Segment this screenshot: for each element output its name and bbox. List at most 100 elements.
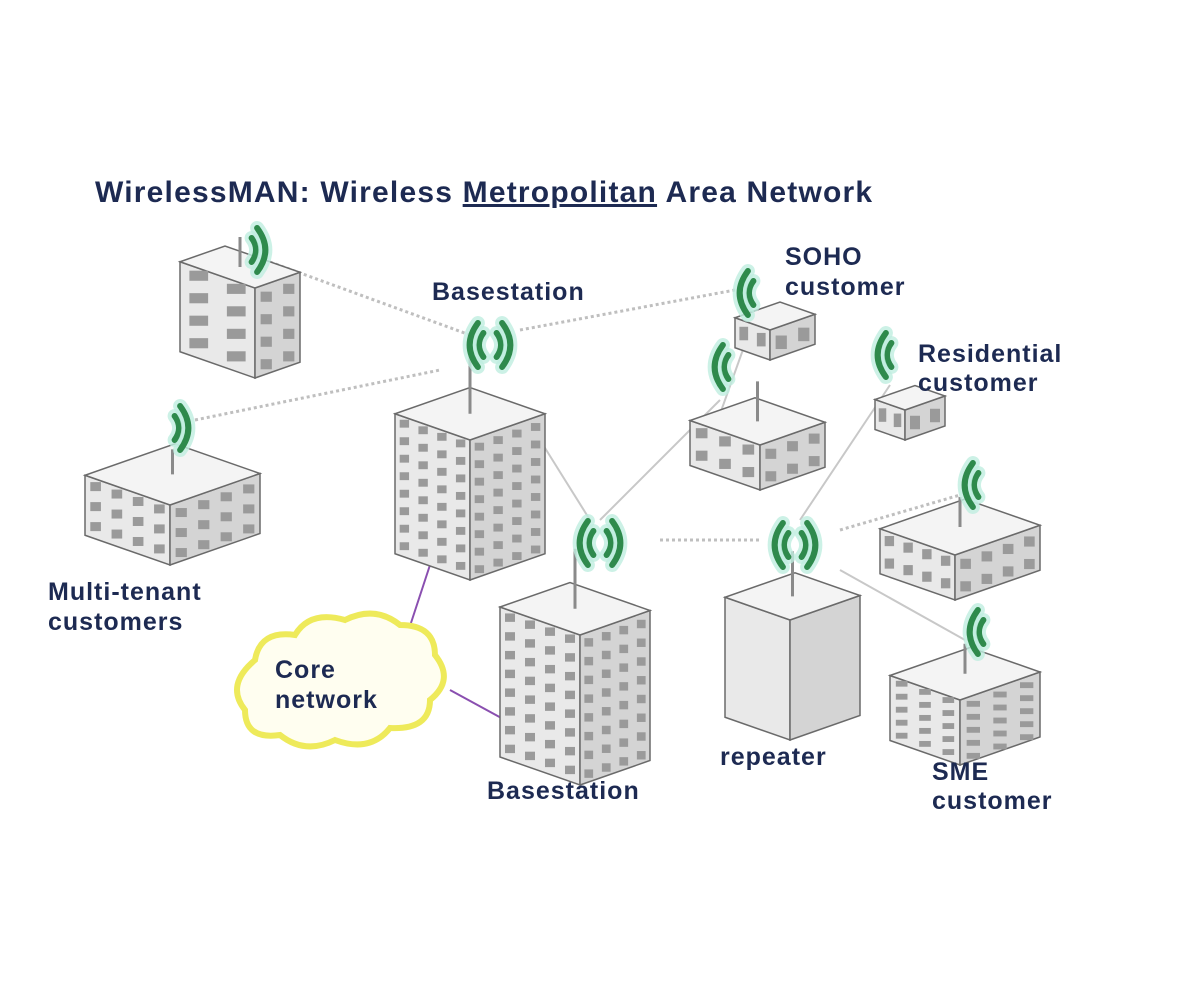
multitenant-building [82,442,263,567]
title: WirelessMAN: Wireless Metropolitan Area … [95,176,873,209]
window [530,440,541,449]
window [260,336,272,347]
window [505,650,515,660]
signal-office [244,221,273,279]
signal-multitenant [167,399,196,457]
window [765,448,777,459]
window [601,725,611,735]
window [545,664,555,674]
window [798,327,810,342]
window [636,694,646,704]
window [981,573,993,584]
window [636,676,646,685]
signal-wave-left-icon [771,520,786,570]
signal-wave-right-icon [177,403,192,453]
window [601,707,611,716]
label-multitenant-2: customers [48,608,183,636]
title-suffix: Area Network [657,176,873,209]
window [243,524,255,534]
label-sme-2: customer [932,787,1053,815]
window [993,691,1007,698]
window [437,520,447,529]
window [220,512,232,522]
signal-wave-left-icon [736,268,751,318]
window [993,730,1007,737]
window [132,536,144,546]
basestation-tower-bottom [497,548,653,787]
label-basestation-top: Basestation [432,278,585,306]
window [919,701,931,708]
window [1002,566,1014,577]
window [966,713,980,720]
window [283,306,295,317]
window [437,555,447,564]
window [493,558,503,567]
window [525,714,535,723]
window [584,731,594,741]
window [940,578,951,589]
signal-repeater [767,516,823,574]
window [455,544,466,553]
window [1020,708,1034,715]
window [132,496,144,506]
window [132,516,144,526]
link-core-to-basestation [407,564,431,633]
window [493,453,503,462]
window [695,450,708,461]
house-building [687,381,828,492]
window [220,532,232,542]
window [636,713,646,722]
window [154,504,165,514]
window [474,512,485,521]
window [545,646,555,655]
window [895,719,908,726]
window [505,725,515,735]
window [884,558,895,569]
window [189,293,209,304]
window [525,657,535,667]
signal-wave-right-icon [804,520,819,570]
window [418,496,428,505]
office-building [177,237,303,380]
window [942,749,955,755]
window [399,542,410,551]
sme-building [887,643,1043,767]
window [198,500,210,510]
window [474,530,485,539]
window [525,639,535,648]
link-core-to-basestation-bottom [449,689,506,721]
window [525,751,535,761]
window [966,700,980,707]
window [601,763,611,772]
window [584,750,594,760]
window [90,522,101,532]
window [455,456,466,465]
signal-soho [732,264,761,322]
window [942,697,955,703]
window [565,709,575,718]
window [565,765,575,775]
window [525,695,535,704]
window [505,613,515,622]
window [493,436,503,445]
window [584,656,594,666]
window [474,547,485,556]
window [808,456,820,467]
window [545,683,555,693]
window [545,758,555,768]
window [505,688,515,697]
signal-wave-right-icon [254,225,269,275]
window [619,682,629,691]
signal-wave-left-icon [466,320,481,370]
window [474,477,485,486]
window [942,736,955,742]
window [966,739,980,746]
window [512,534,522,543]
window [601,744,611,753]
window [455,526,466,535]
signal-wave-right-icon [171,413,183,443]
soho-building [732,301,818,362]
window [584,713,594,722]
window [418,461,428,470]
window [399,524,410,533]
